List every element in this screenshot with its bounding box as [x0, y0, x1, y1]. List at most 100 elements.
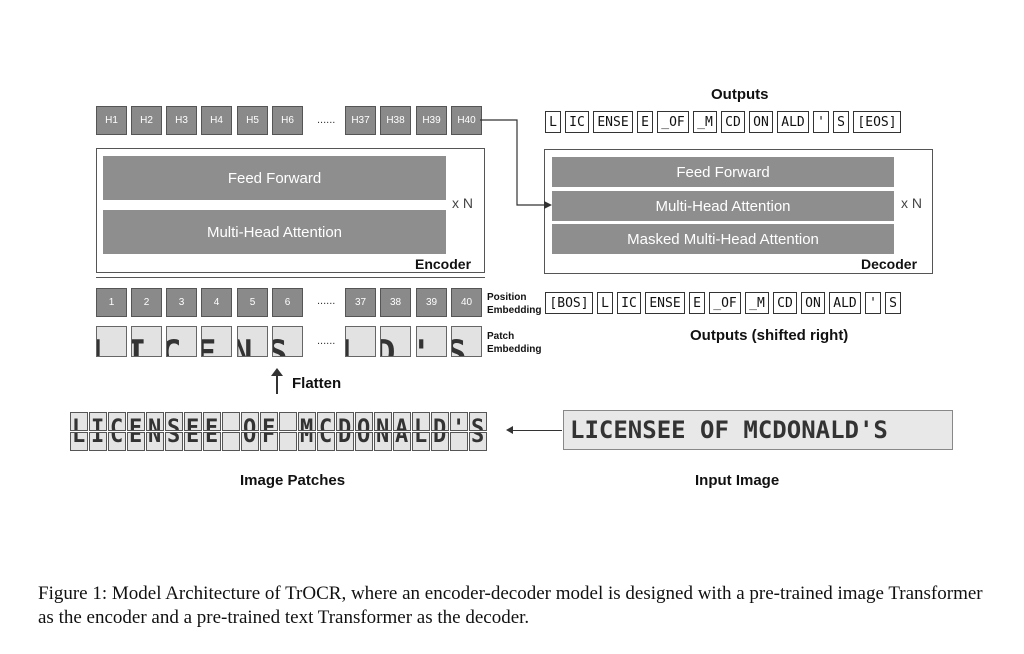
hidden-token-7: H37 [345, 106, 376, 135]
output-token-9: ALD [777, 111, 809, 133]
image-patch-cell: E [127, 432, 145, 451]
patch-cell-glyph: E [186, 416, 200, 431]
image-patch-cell: N [374, 412, 392, 431]
image-patch-cell: C [108, 412, 126, 431]
image-patch-cell: F [260, 432, 278, 451]
patch-cell-glyph: C [319, 432, 333, 448]
image-patch-cell: A [393, 412, 411, 431]
patch-cell-glyph: S [471, 416, 485, 431]
patch-cell-glyph: E [129, 432, 143, 448]
input-token-8: CD [773, 292, 797, 314]
encoder-feed-forward: Feed Forward [103, 156, 446, 200]
encoder-repeat: x N [452, 195, 473, 211]
image-patch-cell: O [355, 432, 373, 451]
position-ellipsis: ...... [317, 295, 336, 307]
patch-cell-glyph: O [243, 416, 257, 431]
image-patch-cell: C [317, 432, 335, 451]
outputs-title: Outputs [711, 86, 769, 103]
image-patch-cell [222, 432, 240, 451]
patch-cell-glyph: O [357, 432, 371, 448]
patch-glyph: S [452, 333, 467, 356]
patch-glyph: N [238, 333, 253, 356]
patch-cell-glyph: S [167, 432, 181, 448]
hidden-token-9: H39 [416, 106, 447, 135]
position-token-8: 38 [380, 288, 411, 317]
patch-cell-glyph: F [262, 432, 276, 448]
image-patch-cell: E [184, 412, 202, 431]
input-token-4: ENSE [645, 292, 685, 314]
hidden-token-1: H1 [96, 106, 127, 135]
image-patch-cell: N [146, 432, 164, 451]
patch-cell-glyph: C [110, 416, 124, 431]
image-patch-cell: L [70, 412, 88, 431]
encoder-attention: Multi-Head Attention [103, 210, 446, 254]
patch-cell-glyph: O [357, 416, 371, 431]
decoder-attention: Multi-Head Attention [552, 191, 894, 221]
output-token-3: ENSE [593, 111, 633, 133]
patch-cell-glyph: L [414, 432, 428, 448]
patch-image-6: S [272, 326, 303, 357]
output-token-4: E [637, 111, 653, 133]
image-patch-cell: O [355, 412, 373, 431]
patch-cell-glyph: L [72, 432, 86, 448]
input-token-1: [BOS] [545, 292, 593, 314]
image-patch-cell: F [260, 412, 278, 431]
patch-glyph: L [346, 333, 361, 356]
image-patch-cell: D [431, 432, 449, 451]
figure-caption: Figure 1: Model Architecture of TrOCR, w… [38, 583, 983, 628]
patch-image-4: E [201, 326, 232, 357]
image-patch-cell: D [336, 432, 354, 451]
output-token-11: S [833, 111, 849, 133]
patch-glyph: D [381, 333, 396, 356]
input-to-patches-arrow [512, 430, 562, 431]
output-token-10: ' [813, 111, 829, 133]
patch-image-10: S [451, 326, 482, 357]
image-patch-cell: D [336, 412, 354, 431]
hidden-token-2: H2 [131, 106, 162, 135]
image-patch-cell: O [241, 432, 259, 451]
patch-cell-glyph: I [91, 416, 105, 431]
flatten-label: Flatten [292, 375, 342, 392]
image-patch-cell: A [393, 432, 411, 451]
encoder-divider [96, 277, 485, 278]
patch-cell-glyph: D [433, 432, 447, 448]
position-token-3: 3 [166, 288, 197, 317]
image-patches-label: Image Patches [240, 472, 346, 489]
patch-cell-glyph: E [129, 416, 143, 431]
patch-cell-glyph: F [262, 416, 276, 431]
output-token-12: [EOS] [853, 111, 901, 133]
patch-cell-glyph: I [91, 432, 105, 448]
encoder-block [96, 148, 485, 273]
patch-cell-glyph: M [300, 432, 314, 448]
hidden-ellipsis: ...... [317, 114, 336, 126]
patch-glyph: ' [417, 333, 432, 356]
patch-glyph: C [167, 333, 182, 356]
output-token-6: _M [693, 111, 717, 133]
image-patch-cell: S [165, 412, 183, 431]
patch-cell-glyph: D [433, 416, 447, 431]
shifted-outputs-label: Outputs (shifted right) [690, 327, 849, 344]
output-token-2: IC [565, 111, 589, 133]
patch-image-7: L [345, 326, 376, 357]
patch-cell-glyph: M [300, 416, 314, 431]
patch-label-line1: Patch [487, 331, 515, 342]
image-patch-cell: D [431, 412, 449, 431]
position-token-1: 1 [96, 288, 127, 317]
position-label-line1: Position [487, 292, 527, 303]
patch-image-1: L [96, 326, 127, 357]
hidden-token-8: H38 [380, 106, 411, 135]
patch-cell-glyph: N [376, 416, 390, 431]
image-patch-cell [222, 412, 240, 431]
image-patch-cell: E [127, 412, 145, 431]
position-embedding-label: Position Embedding [487, 291, 541, 317]
input-token-12: S [885, 292, 901, 314]
hidden-token-10: H40 [451, 106, 482, 135]
output-token-5: _OF [657, 111, 689, 133]
image-patch-cell [279, 432, 297, 451]
patch-image-3: C [166, 326, 197, 357]
image-patch-cell: L [412, 432, 430, 451]
position-label-line2: Embedding [487, 305, 542, 316]
image-patch-cell: L [412, 412, 430, 431]
patch-cell-glyph: N [376, 432, 390, 448]
patch-cell-glyph: ' [452, 416, 466, 431]
